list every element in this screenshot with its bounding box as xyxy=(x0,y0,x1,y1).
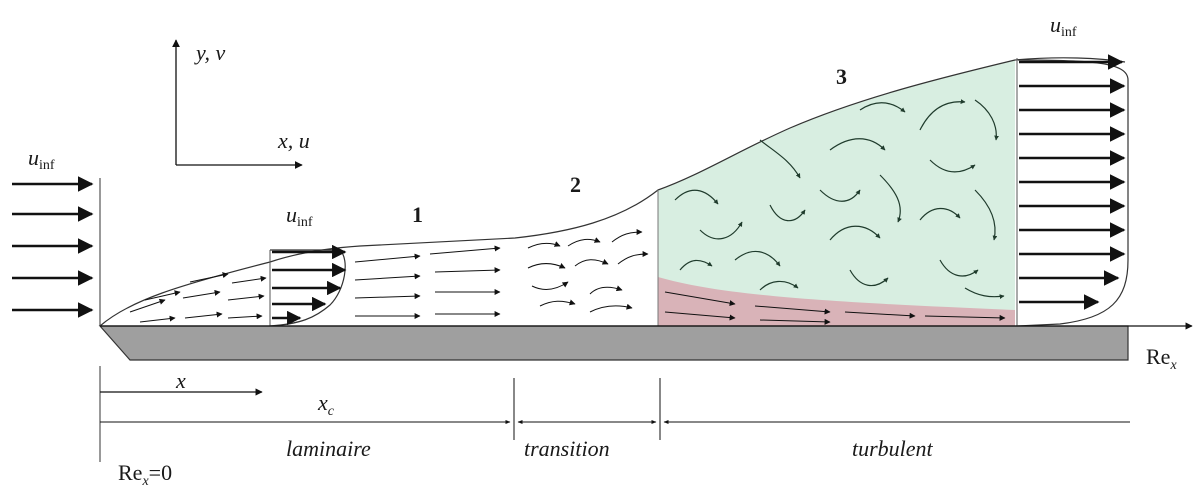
re-zero-label: Rex=0 xyxy=(118,460,172,489)
x-axis-label: x, u xyxy=(277,128,310,153)
freestream-arrows-left xyxy=(12,176,94,318)
boundary-layer-edge xyxy=(99,57,1126,327)
zone-2-label: 2 xyxy=(570,172,581,197)
turbulent-region-arrows xyxy=(674,99,1005,299)
zone-3-label: 3 xyxy=(836,64,847,89)
transition-region-label: transition xyxy=(524,436,610,461)
x-label: x xyxy=(175,368,186,393)
x-c-label: xc xyxy=(317,390,335,419)
turbulent-region-label: turbulent xyxy=(852,436,934,461)
viscous-sublayer-region xyxy=(658,277,1015,326)
turbulent-profile-curve xyxy=(1017,59,1129,327)
flat-plate xyxy=(98,325,1129,361)
turbulent-core-region xyxy=(658,60,1015,310)
u-inf-right-label: uinf xyxy=(1050,12,1077,40)
u-inf-left-label: uinf xyxy=(28,145,55,173)
laminar-region-label: laminaire xyxy=(286,436,371,461)
transition-region-arrows xyxy=(527,229,649,313)
laminar-leading-arrows xyxy=(129,272,267,323)
laminar-region-arrows xyxy=(354,245,501,319)
sublayer-arrows xyxy=(664,291,1006,325)
u-inf-mid-label: uinf xyxy=(286,202,313,230)
coordinate-axes xyxy=(172,39,303,169)
turbulent-profile-arrows xyxy=(1019,54,1126,310)
re-x-axis-label: Rex xyxy=(1146,344,1177,373)
laminar-profile-arrows xyxy=(272,244,347,326)
zone-1-label: 1 xyxy=(412,202,423,227)
y-axis-label: y, v xyxy=(194,40,226,65)
